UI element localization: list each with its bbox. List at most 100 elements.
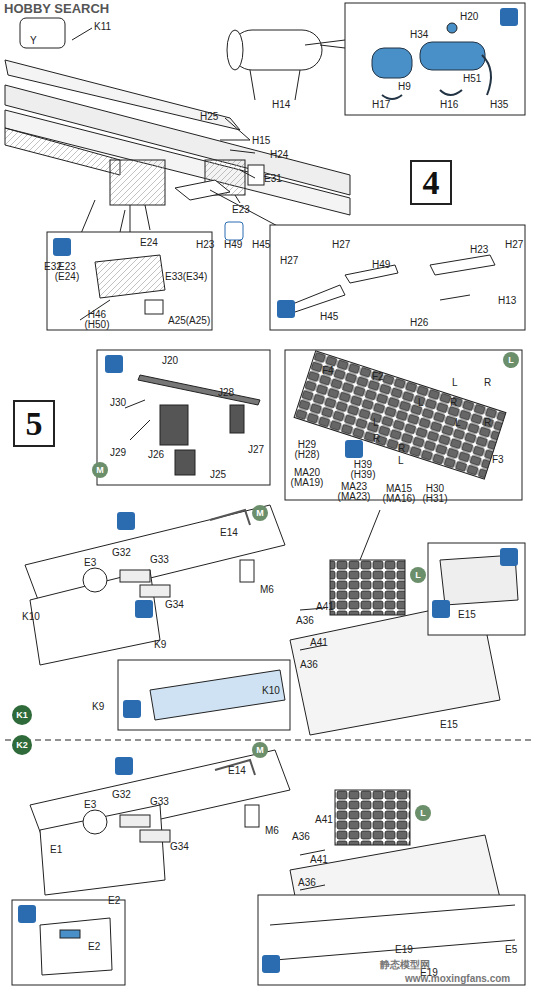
node-text: 5 xyxy=(26,405,43,443)
part-number: A36 xyxy=(296,616,314,626)
part-number: E3 xyxy=(84,800,96,810)
part-number: H9 xyxy=(398,82,411,92)
part-number: J29 xyxy=(110,448,126,458)
part-number: L xyxy=(455,418,461,428)
part-number: H16 xyxy=(440,100,458,110)
node-text: L xyxy=(420,808,426,818)
watermark: 静态模型网 xyxy=(380,960,430,970)
part-number: MA23 (MA23) xyxy=(335,482,373,502)
option-circle: M xyxy=(252,742,268,758)
part-number: E23 xyxy=(232,205,250,215)
option-circle: L xyxy=(503,352,519,368)
part-number: G33 xyxy=(150,797,169,807)
part-number: J26 xyxy=(148,450,164,460)
watermark: www.moxingfans.com xyxy=(405,974,510,984)
part-number: A41 xyxy=(316,602,334,612)
part-number: R xyxy=(373,434,380,444)
part-number: F2 xyxy=(372,372,384,382)
part-number: R xyxy=(484,378,491,388)
part-number: H27 xyxy=(280,256,298,266)
part-number: R xyxy=(450,398,457,408)
part-number: R xyxy=(484,418,491,428)
part-number: MA20 (MA19) xyxy=(288,468,326,488)
part-number: M6 xyxy=(265,826,279,836)
option-circle: L xyxy=(415,805,431,821)
step-number-box: 5 xyxy=(13,400,55,447)
part-number: H35 xyxy=(490,100,508,110)
part-number: Y xyxy=(30,36,37,46)
part-number: G34 xyxy=(170,842,189,852)
part-number: H13 xyxy=(498,296,516,306)
part-number: G32 xyxy=(112,548,131,558)
part-number: E33(E34) xyxy=(165,272,207,282)
part-number: K10 xyxy=(22,612,40,622)
part-number: F3 xyxy=(492,455,504,465)
part-number: H45 xyxy=(252,240,270,250)
part-number: A41 xyxy=(310,638,328,648)
node-text: L xyxy=(415,570,421,580)
part-number: J30 xyxy=(110,398,126,408)
part-number: H20 xyxy=(460,12,478,22)
part-number: E14 xyxy=(220,528,238,538)
part-number: M6 xyxy=(260,585,274,595)
option-circle: K2 xyxy=(12,735,32,755)
part-number: L xyxy=(398,456,404,466)
part-number: A36 xyxy=(300,660,318,670)
part-number: G34 xyxy=(165,600,184,610)
node-text: K2 xyxy=(16,740,28,750)
part-number: H23 xyxy=(196,240,214,250)
part-number: K10 xyxy=(262,686,280,696)
node-text: M xyxy=(256,508,264,518)
part-number: H15 xyxy=(252,136,270,146)
node-text: L xyxy=(508,355,514,365)
part-number: H34 xyxy=(410,30,428,40)
option-circle: M xyxy=(252,505,268,521)
part-number: E5 xyxy=(505,945,517,955)
part-number: H49 xyxy=(224,240,242,250)
option-circle: M xyxy=(92,462,108,478)
part-number: G33 xyxy=(150,555,169,565)
part-number: E24 xyxy=(140,238,158,248)
part-number: J28 xyxy=(218,388,234,398)
option-circle: K1 xyxy=(12,705,32,725)
part-number: R xyxy=(398,444,405,454)
part-number: A41 xyxy=(315,815,333,825)
part-number: H51 xyxy=(463,74,481,84)
node-text: M xyxy=(96,465,104,475)
part-number: H30 (H31) xyxy=(420,484,450,504)
part-number: H24 xyxy=(270,150,288,160)
part-number: F4 xyxy=(322,366,334,376)
part-number: A36 xyxy=(292,832,310,842)
part-number: H45 xyxy=(320,312,338,322)
part-number: H29 (H28) xyxy=(290,440,324,460)
option-circle: L xyxy=(410,567,426,583)
part-number: H39 (H39) xyxy=(346,460,380,480)
part-number: A41 xyxy=(310,855,328,865)
node-text: M xyxy=(256,745,264,755)
part-number: G32 xyxy=(112,790,131,800)
part-number: A25(A25) xyxy=(168,316,210,326)
watermark: HOBBY SEARCH xyxy=(4,4,109,14)
part-number: L xyxy=(418,398,424,408)
node-text: K1 xyxy=(16,710,28,720)
part-number: J27 xyxy=(248,445,264,455)
part-number: H46 (H50) xyxy=(82,310,112,330)
part-number: E2 xyxy=(88,942,100,952)
node-text: 4 xyxy=(423,164,440,202)
part-number: H25 xyxy=(200,112,218,122)
part-number: MA15 (MA16) xyxy=(382,484,416,504)
part-number: E2 xyxy=(108,896,120,906)
part-number: H49 xyxy=(372,260,390,270)
part-number: J20 xyxy=(162,356,178,366)
part-number: L xyxy=(373,418,379,428)
part-number: H26 xyxy=(410,318,428,328)
part-number: E3 xyxy=(84,558,96,568)
part-number: E23 (E24) xyxy=(52,262,82,282)
part-number: K11 xyxy=(94,22,111,32)
part-number: H23 xyxy=(470,245,488,255)
step-number-box: 4 xyxy=(410,160,452,205)
part-number: J25 xyxy=(210,470,226,480)
part-number: E15 xyxy=(458,610,476,620)
part-number: H14 xyxy=(272,100,290,110)
